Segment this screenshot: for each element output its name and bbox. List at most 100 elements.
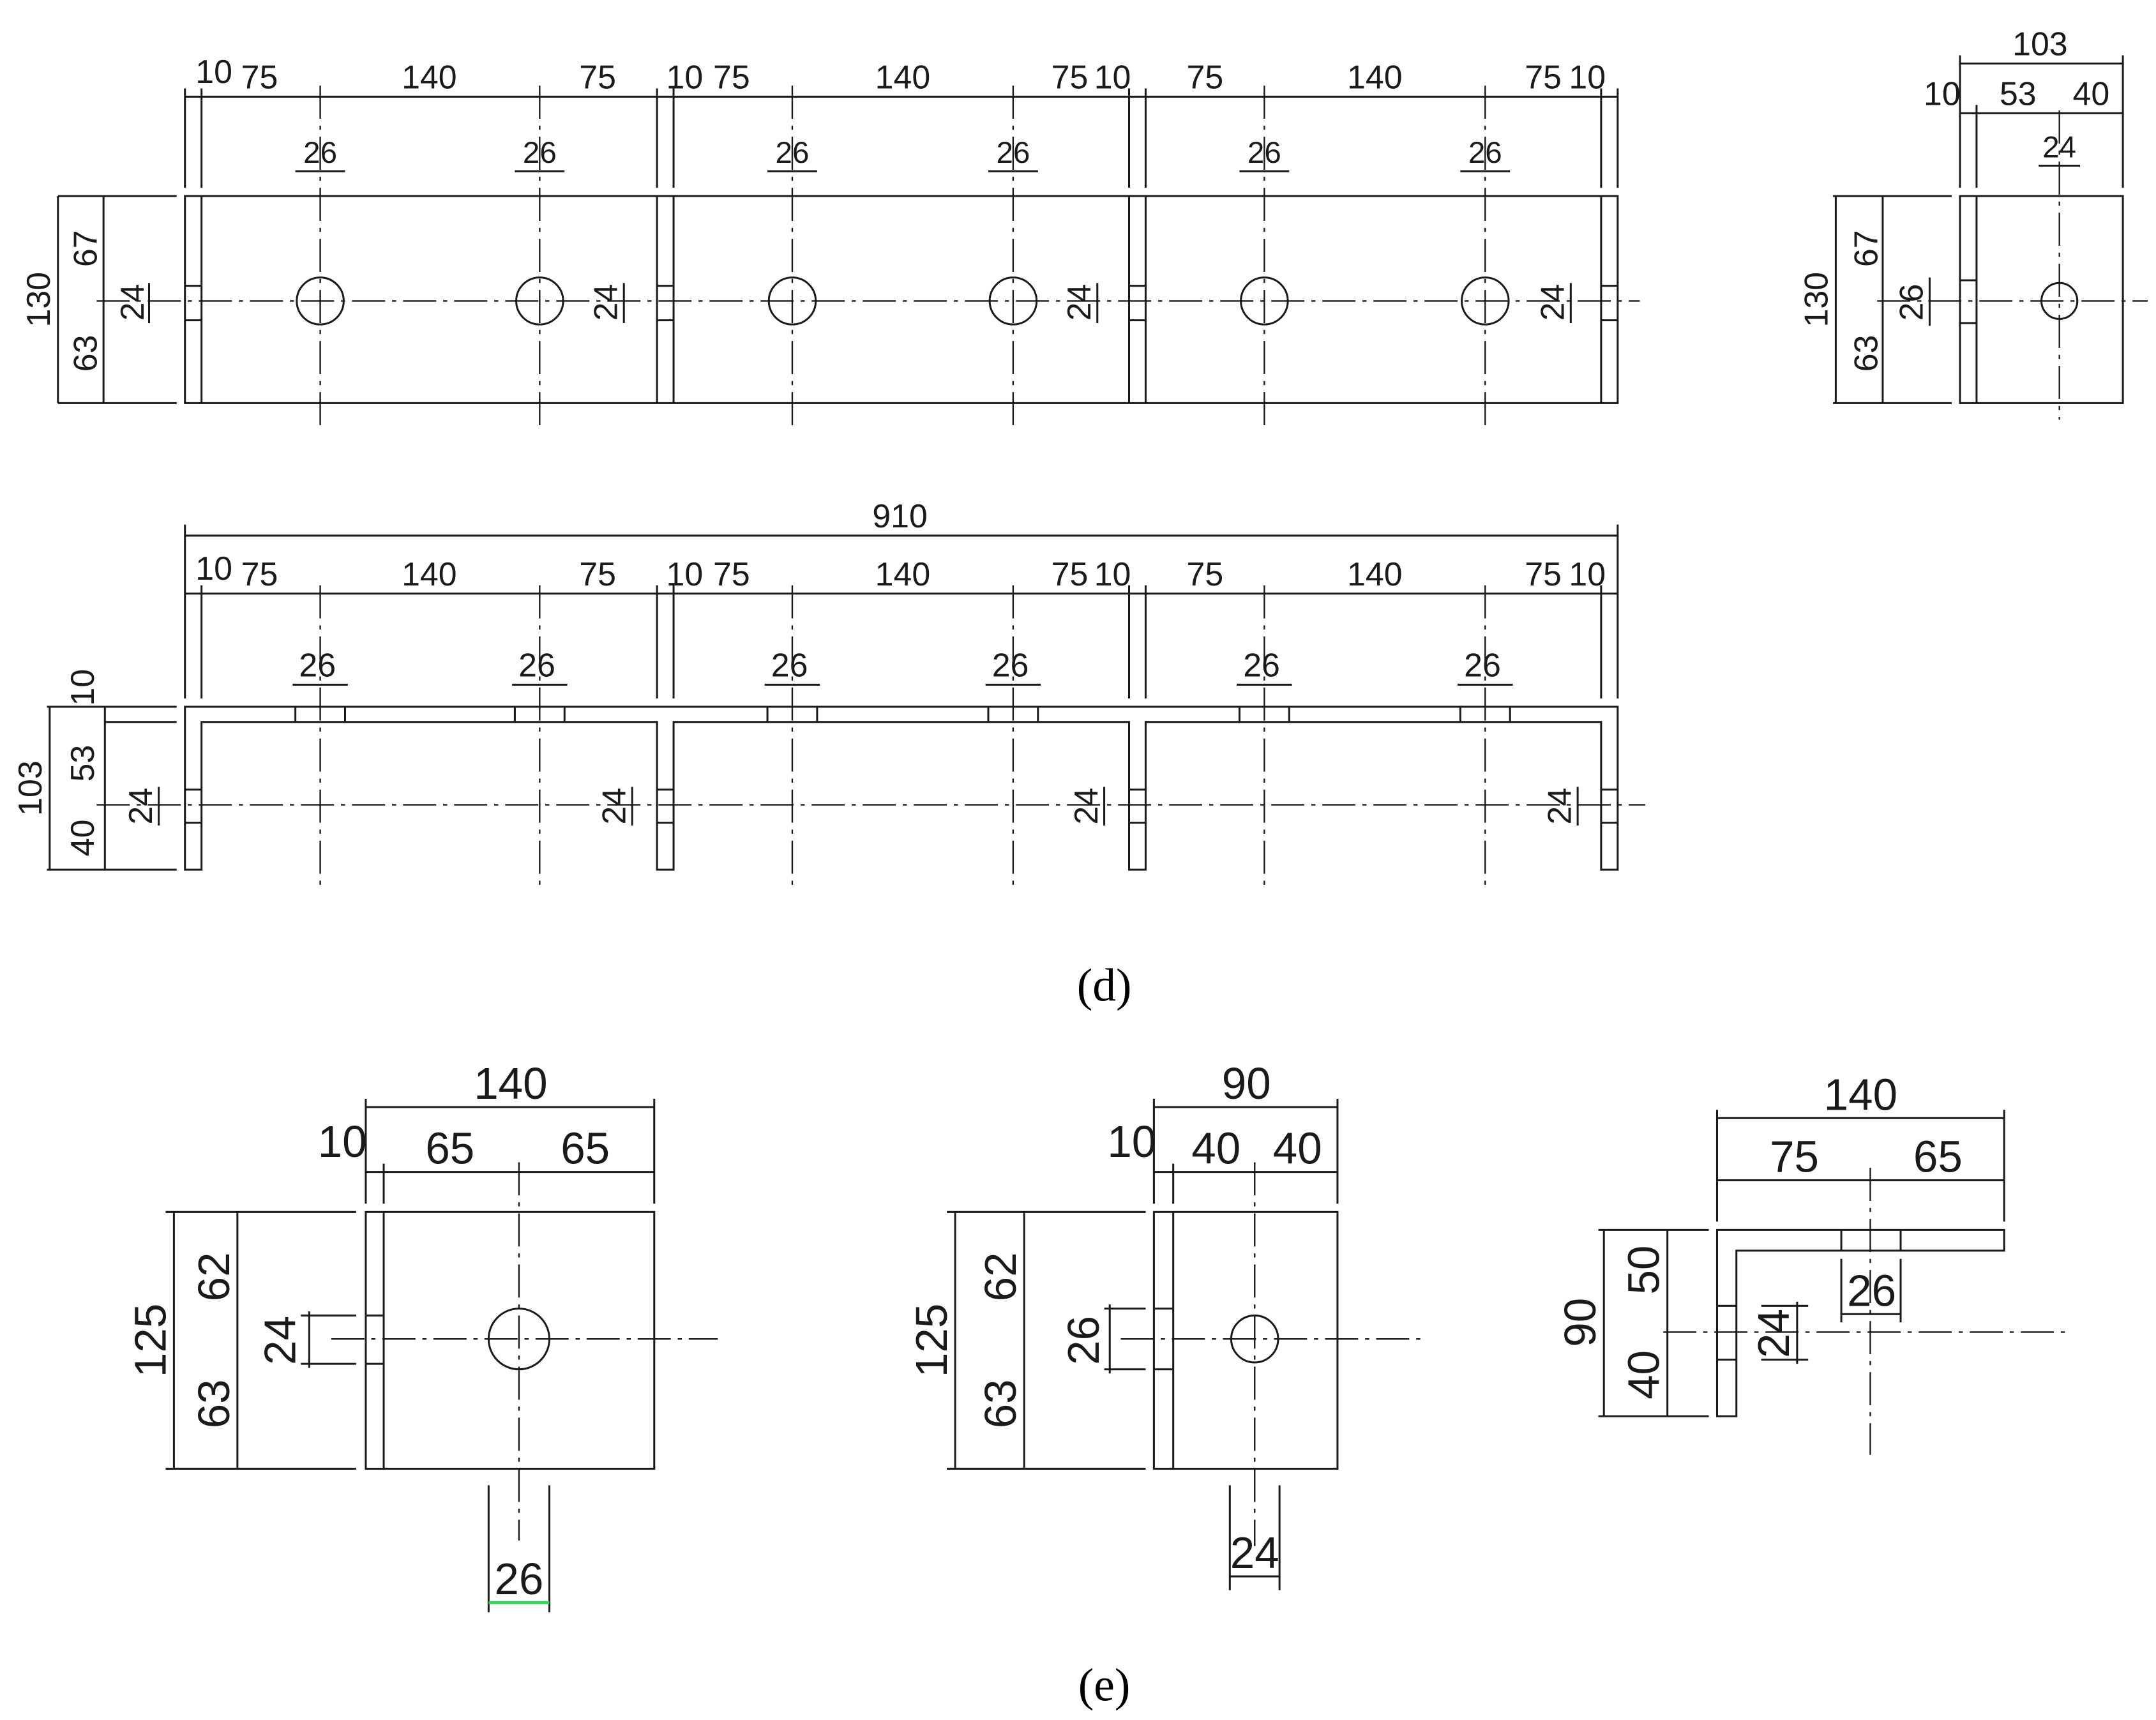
- detail-view-2-labels: 90 10 40 40 125 62 63 26 24: [907, 1059, 1322, 1578]
- dim-label: 62: [189, 1252, 239, 1301]
- dim-label: 65: [1913, 1132, 1963, 1182]
- dim-label: 75: [241, 58, 278, 95]
- dim-label: 103: [2012, 26, 2068, 63]
- plan-center-lines: [96, 585, 1646, 892]
- plan-vertical-dim-labels: 103 10 53 40 24 24 24 24: [11, 669, 1578, 856]
- dim-label: 26: [1468, 136, 1502, 170]
- dim-label: 67: [1847, 230, 1884, 267]
- dim-label: 10: [666, 555, 703, 592]
- dim-label: 10: [1569, 58, 1606, 95]
- dim-label: 24: [114, 284, 151, 321]
- dim-label: 103: [11, 760, 49, 816]
- dim-label: 75: [713, 555, 750, 592]
- dim-label: 10: [1094, 58, 1131, 95]
- dim-label: 75: [1187, 58, 1224, 95]
- dim-label: 26: [992, 646, 1029, 683]
- dim-label: 40: [1619, 1350, 1669, 1399]
- dim-label: 24: [1749, 1309, 1798, 1358]
- plan-hole-dim-labels: 26 26 26 26 26 26: [299, 646, 1500, 683]
- dim-label: 75: [1525, 555, 1562, 592]
- detail-view-3-dimension-lines: [1598, 1110, 2005, 1417]
- dim-label: 10: [1569, 555, 1606, 592]
- dim-label: 125: [907, 1304, 956, 1377]
- detail-view-2-dimension-lines: [947, 1099, 1339, 1590]
- dim-label: 10: [64, 669, 101, 706]
- detail-view-3: 140 75 65 90 50 40 26 24: [1555, 1069, 2070, 1455]
- dim-label: 24: [1230, 1528, 1279, 1578]
- detail-view-1-outline: [365, 1211, 656, 1470]
- dim-label: 62: [976, 1252, 1025, 1301]
- dim-label: 140: [402, 58, 457, 95]
- elevation-center-lines: [96, 86, 1640, 431]
- dim-label: 75: [1052, 58, 1089, 95]
- dim-label: 10: [1107, 1117, 1156, 1166]
- dim-label: 26: [771, 646, 808, 683]
- figure-caption-e: (e): [1078, 1659, 1131, 1711]
- dim-label: 140: [1347, 58, 1403, 95]
- dim-label: 26: [1248, 136, 1281, 170]
- dim-label: 26: [1464, 646, 1501, 683]
- dim-label: 26: [518, 646, 555, 683]
- dim-label: 63: [1847, 335, 1884, 372]
- dim-label: 140: [875, 555, 931, 592]
- dim-label: 24: [255, 1316, 305, 1365]
- dim-label: 140: [402, 555, 457, 592]
- dim-label: 90: [1555, 1298, 1605, 1347]
- detail-view-2: 90 10 40 40 125 62 63 26 24: [907, 1059, 1428, 1590]
- dim-label: 26: [1893, 284, 1930, 321]
- elevation-view: 10 75 140 75 10 75 140 75 10 75 140 75 1…: [20, 53, 1640, 431]
- dim-label: 65: [561, 1124, 610, 1173]
- dim-label: 40: [1191, 1124, 1240, 1173]
- plan-dimension-lines: [47, 524, 1619, 871]
- dim-label: 63: [189, 1379, 239, 1428]
- dim-label: 75: [579, 58, 616, 95]
- dim-label: 53: [2000, 75, 2037, 112]
- dim-label: 24: [122, 788, 159, 825]
- side-view-dimension-lines: [1833, 55, 2124, 404]
- dim-label: 75: [1525, 58, 1562, 95]
- dim-label: 75: [1187, 555, 1224, 592]
- dim-label: 130: [1797, 272, 1834, 328]
- dim-label: 10: [195, 550, 232, 587]
- dim-label: 75: [579, 555, 616, 592]
- dim-label: 75: [1052, 555, 1089, 592]
- dim-label: 140: [875, 58, 931, 95]
- elevation-top-dim-labels: 10 75 140 75 10 75 140 75 10 75 140 75 1…: [195, 53, 1606, 96]
- dim-label: 26: [776, 136, 810, 170]
- dim-label: 910: [872, 497, 928, 534]
- dim-label: 75: [241, 555, 278, 592]
- figure-caption-d: (d): [1077, 960, 1132, 1011]
- dim-label: 90: [1222, 1059, 1271, 1108]
- dim-label: 24: [1534, 284, 1571, 321]
- dim-label: 24: [1060, 284, 1097, 321]
- dim-label: 63: [976, 1379, 1025, 1428]
- dim-label: 26: [494, 1554, 543, 1604]
- dim-label: 10: [1924, 75, 1961, 112]
- dim-label: 10: [195, 53, 232, 90]
- dim-label: 125: [125, 1304, 175, 1377]
- dim-label: 140: [474, 1059, 547, 1108]
- detail-view-1-dimension-lines: [165, 1099, 656, 1613]
- dim-label: 26: [996, 136, 1030, 170]
- dim-label: 10: [318, 1117, 367, 1166]
- dim-label: 24: [2042, 131, 2076, 165]
- dim-label: 40: [64, 820, 101, 857]
- detail-view-1-center-lines: [331, 1162, 718, 1541]
- elevation-dimension-lines: [57, 88, 1619, 404]
- detail-view-3-outline: [1715, 1228, 2005, 1417]
- dim-label: 10: [1094, 555, 1131, 592]
- dim-label: 75: [713, 58, 750, 95]
- dim-label: 67: [66, 230, 103, 267]
- plan-view: 910 10 75 140 75 10 75 140 75 10 75 140 …: [11, 497, 1646, 892]
- side-view-outline: [1959, 195, 2124, 404]
- detail-view-1-labels: 140 10 65 65 125 62 63 24 26: [125, 1059, 610, 1604]
- dim-label: 53: [64, 745, 101, 782]
- dim-label: 40: [1273, 1124, 1322, 1173]
- plan-outline: [184, 705, 1619, 871]
- dim-label: 26: [523, 136, 557, 170]
- dim-label: 26: [303, 136, 337, 170]
- side-view-dim-labels: 103 10 53 40 24 130 67 63 26: [1797, 26, 2109, 372]
- detail-view-2-outline: [1152, 1211, 1339, 1470]
- dim-label: 65: [425, 1124, 474, 1173]
